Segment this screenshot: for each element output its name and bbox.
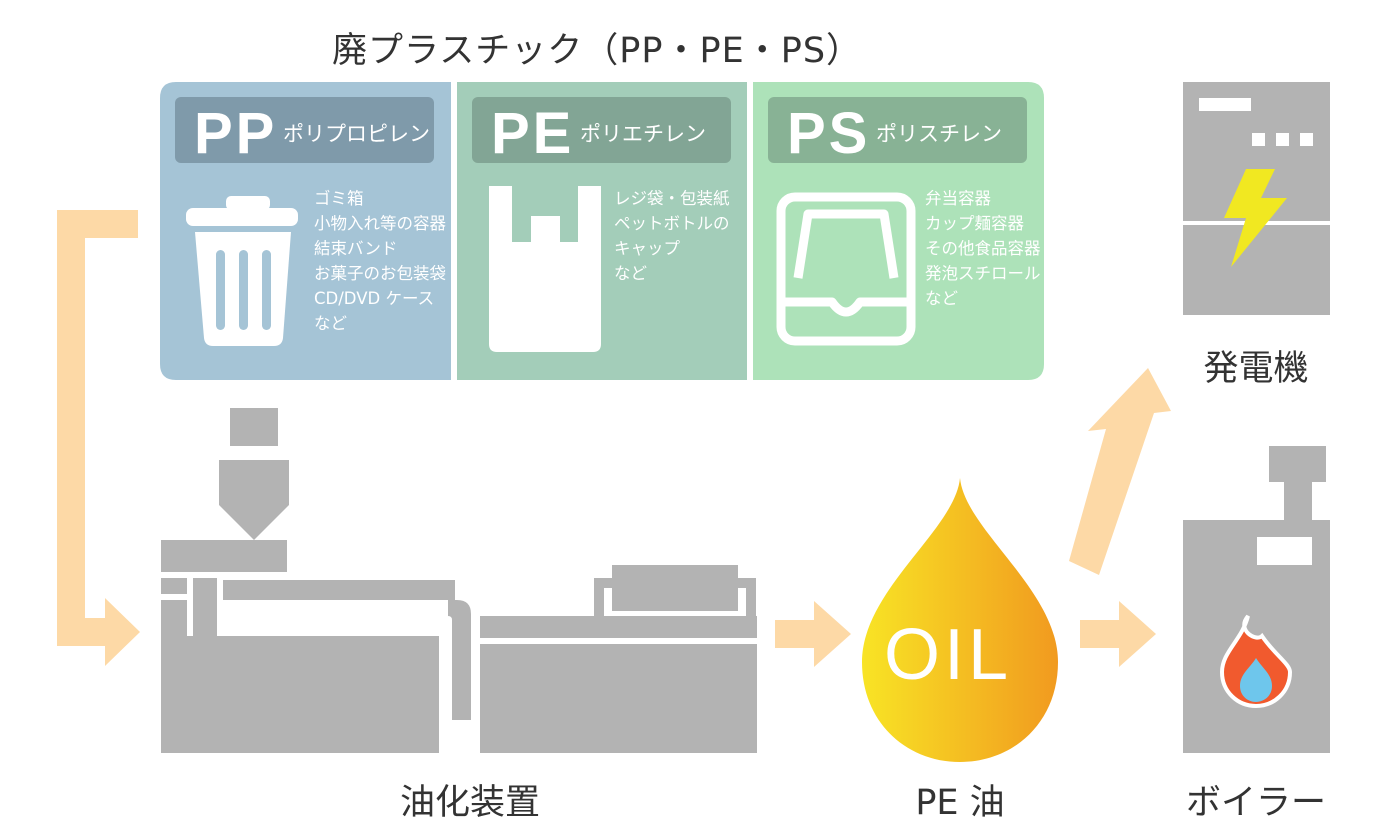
label-box-ps: [768, 97, 1027, 163]
panel-pe-code: PE: [491, 101, 575, 166]
device-label: 油化装置: [399, 783, 540, 823]
panel-ps-code: PS: [787, 101, 871, 166]
list-item: 発泡スチロール: [925, 264, 1041, 283]
list-item: 弁当容器: [925, 189, 991, 208]
list-item: その他食品容器: [925, 239, 1041, 258]
generator-machine: [1183, 82, 1330, 315]
list-item: レジ袋・包装紙: [614, 189, 730, 208]
flame-icon: [1219, 614, 1293, 709]
label-box-pp: [175, 97, 434, 163]
panel-pp-items: ゴミ箱 小物入れ等の容器 結束バンド お菓子のお包装袋 CD/DVD ケース な…: [314, 186, 446, 336]
panel-pp-name: ポリプロピレン: [283, 122, 430, 146]
panel-pp-code: PP: [194, 101, 278, 166]
list-item: ペットボトルの: [614, 214, 730, 233]
list-item: 小物入れ等の容器: [314, 214, 446, 233]
panel-ps-items: 弁当容器 カップ麺容器 その他食品容器 発泡スチロール など: [925, 186, 1041, 311]
oil-drop-icon: [862, 478, 1058, 762]
shopping-bag-icon: [489, 186, 601, 352]
plastic-panels: [160, 82, 1044, 380]
oil-label: PE 油: [915, 783, 1005, 823]
list-item: カップ麺容器: [925, 214, 1024, 233]
list-item: など: [314, 314, 347, 333]
food-tray-icon: [776, 192, 916, 346]
list-item: ゴミ箱: [314, 189, 364, 208]
boiler-label: ボイラー: [1185, 783, 1326, 823]
panel-pe-items: レジ袋・包装紙 ペットボトルの キャップ など: [614, 186, 730, 286]
generator-label: 発電機: [1203, 349, 1309, 389]
list-item: キャップ: [614, 239, 680, 258]
list-item: など: [925, 289, 958, 308]
main-title: 廃プラスチック（PP・PE・PS）: [332, 31, 863, 71]
oil-conversion-device: [161, 408, 757, 753]
list-item: 結束バンド: [314, 239, 398, 258]
label-box-pe: [472, 97, 731, 163]
panel-pe-name: ポリエチレン: [580, 122, 706, 146]
oil-drop-text: OIL: [884, 615, 1013, 695]
list-item: など: [614, 264, 647, 283]
input-arrow: [57, 210, 140, 666]
list-item: CD/DVD ケース: [314, 289, 435, 308]
arrow-to-oil: [775, 601, 851, 667]
trash-can-icon: [186, 196, 298, 346]
list-item: お菓子のお包装袋: [314, 264, 446, 283]
arrow-to-boiler: [1080, 601, 1156, 667]
boiler-machine: [1183, 446, 1330, 753]
panel-ps-name: ポリスチレン: [876, 122, 1002, 146]
arrow-to-generator: [1069, 368, 1171, 575]
lightning-bolt-icon: [1224, 169, 1287, 267]
